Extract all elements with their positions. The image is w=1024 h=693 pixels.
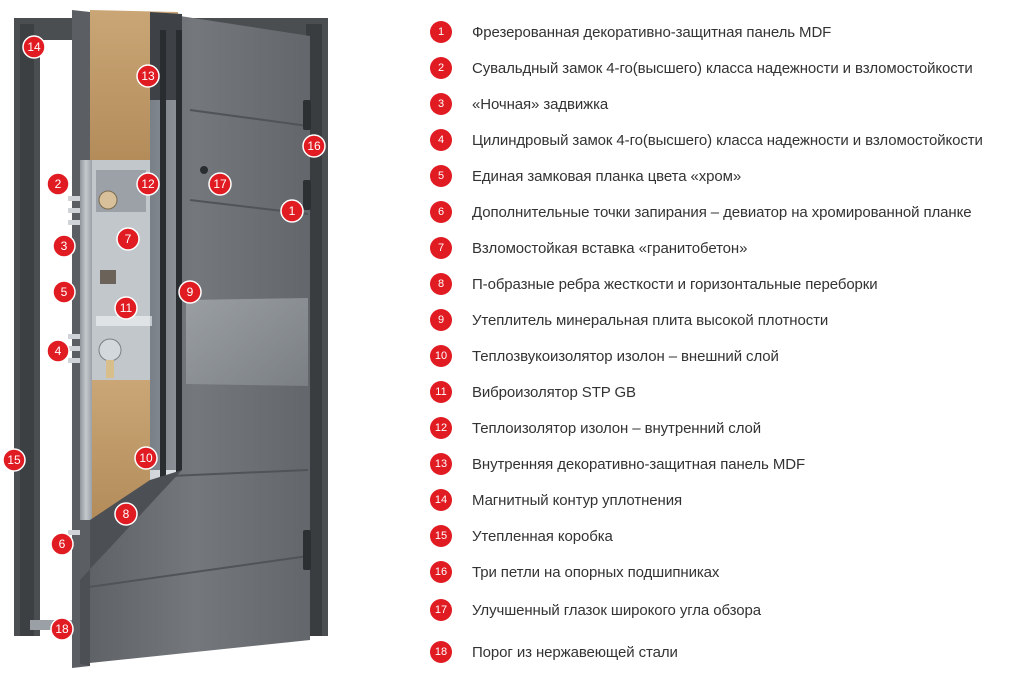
legend-number-badge: 2 [430, 57, 452, 79]
legend-label: Виброизолятор STP GB [472, 383, 636, 401]
legend-item: 16 Три петли на опорных подшипниках [430, 558, 719, 586]
callout-4: 4 [46, 339, 70, 363]
legend-number-badge: 15 [430, 525, 452, 547]
svg-text:15: 15 [7, 453, 21, 467]
svg-text:7: 7 [125, 232, 132, 246]
legend-item: 9 Утеплитель минеральная плита высокой пл… [430, 306, 828, 334]
callout-6: 6 [50, 532, 74, 556]
legend-item: 10 Теплозвукоизолятор изолон – внешний сл… [430, 342, 779, 370]
legend-item: 4 Цилиндровый замок 4-го(высшего) класса … [430, 126, 983, 154]
legend-label: Дополнительные точки запирания – девиато… [472, 203, 972, 221]
svg-text:8: 8 [123, 507, 130, 521]
legend-label: П-образные ребра жесткости и горизонталь… [472, 275, 878, 293]
legend-number-badge: 1 [430, 21, 452, 43]
legend-number-badge: 5 [430, 165, 452, 187]
legend-label: Улучшенный глазок широкого угла обзора [472, 601, 761, 619]
callout-2: 2 [46, 172, 70, 196]
legend-label: Взломостойкая вставка «гранитобетон» [472, 239, 748, 257]
svg-text:4: 4 [55, 344, 62, 358]
callout-3: 3 [52, 234, 76, 258]
svg-text:2: 2 [55, 177, 62, 191]
callout-14: 14 [22, 35, 46, 59]
legend-label: Утепленная коробка [472, 527, 613, 545]
legend-item: 13 Внутренняя декоративно-защитная панель… [430, 450, 805, 478]
feature-legend: 1 Фрезерованная декоративно-защитная пане… [430, 0, 1024, 693]
legend-item: 1 Фрезерованная декоративно-защитная пане… [430, 18, 831, 46]
svg-text:6: 6 [59, 537, 66, 551]
legend-item: 12 Теплоизолятор изолон – внутренний слой [430, 414, 761, 442]
door-cutaway-layers [68, 10, 182, 668]
legend-label: Единая замковая планка цвета «хром» [472, 167, 742, 185]
legend-item: 5 Единая замковая планка цвета «хром» [430, 162, 741, 190]
legend-label: Фрезерованная декоративно-защитная панел… [472, 23, 832, 41]
legend-label: Магнитный контур уплотнения [472, 491, 682, 509]
door-cutaway-illustration: 1 2 3 4 5 6 7 8 9 10 11 12 13 14 15 16 1… [2, 10, 328, 668]
legend-label: Внутренняя декоративно-защитная панель M… [472, 455, 806, 473]
svg-text:13: 13 [141, 69, 155, 83]
callout-9: 9 [178, 280, 202, 304]
legend-item: 11 Виброизолятор STP GB [430, 378, 636, 406]
callout-12: 12 [136, 172, 160, 196]
legend-label: Три петли на опорных подшипниках [472, 563, 720, 581]
legend-number-badge: 7 [430, 237, 452, 259]
svg-text:12: 12 [141, 177, 155, 191]
callout-18: 18 [50, 617, 74, 641]
legend-number-badge: 13 [430, 453, 452, 475]
legend-label: Теплозвукоизолятор изолон – внешний слой [472, 347, 779, 365]
legend-label: Сувальдный замок 4-го(высшего) класса на… [472, 59, 973, 77]
legend-number-badge: 3 [430, 93, 452, 115]
callout-1: 1 [280, 199, 304, 223]
legend-number-badge: 10 [430, 345, 452, 367]
legend-number-badge: 14 [430, 489, 452, 511]
callout-8: 8 [114, 502, 138, 526]
callout-10: 10 [134, 446, 158, 470]
legend-number-badge: 12 [430, 417, 452, 439]
svg-text:5: 5 [61, 285, 68, 299]
svg-text:17: 17 [213, 177, 227, 191]
legend-number-badge: 6 [430, 201, 452, 223]
legend-item: 17 Улучшенный глазок широкого угла обзора [430, 596, 761, 624]
callout-15: 15 [2, 448, 26, 472]
legend-number-badge: 17 [430, 599, 452, 621]
callout-11: 11 [114, 296, 138, 320]
legend-label: «Ночная» задвижка [472, 95, 609, 113]
svg-text:1: 1 [289, 204, 296, 218]
legend-label: Цилиндровый замок 4-го(высшего) класса н… [472, 131, 983, 149]
callout-16: 16 [302, 134, 326, 158]
svg-text:3: 3 [61, 239, 68, 253]
callout-17: 17 [208, 172, 232, 196]
legend-number-badge: 9 [430, 309, 452, 331]
callout-5: 5 [52, 280, 76, 304]
svg-text:18: 18 [55, 622, 69, 636]
legend-item: 3 «Ночная» задвижка [430, 90, 608, 118]
legend-item: 7 Взломостойкая вставка «гранитобетон» [430, 234, 747, 262]
legend-label: Теплоизолятор изолон – внутренний слой [472, 419, 762, 437]
legend-item: 15 Утепленная коробка [430, 522, 613, 550]
callout-7: 7 [116, 227, 140, 251]
legend-item: 2 Сувальдный замок 4-го(высшего) класса н… [430, 54, 973, 82]
callout-13: 13 [136, 64, 160, 88]
legend-number-badge: 8 [430, 273, 452, 295]
svg-text:16: 16 [307, 139, 321, 153]
legend-number-badge: 18 [430, 641, 452, 663]
door-leaf-panel [80, 16, 311, 664]
svg-text:14: 14 [27, 40, 41, 54]
legend-label: Порог из нержавеющей стали [472, 643, 678, 661]
legend-label: Утеплитель минеральная плита высокой пло… [472, 311, 829, 329]
svg-text:9: 9 [187, 285, 194, 299]
legend-item: 6 Дополнительные точки запирания – девиат… [430, 198, 972, 226]
svg-text:11: 11 [120, 301, 133, 315]
legend-number-badge: 4 [430, 129, 452, 151]
legend-item: 18 Порог из нержавеющей стали [430, 638, 678, 666]
legend-number-badge: 11 [430, 381, 452, 403]
legend-item: 8 П-образные ребра жесткости и горизонтал… [430, 270, 878, 298]
legend-item: 14 Магнитный контур уплотнения [430, 486, 682, 514]
svg-text:10: 10 [139, 451, 153, 465]
legend-number-badge: 16 [430, 561, 452, 583]
